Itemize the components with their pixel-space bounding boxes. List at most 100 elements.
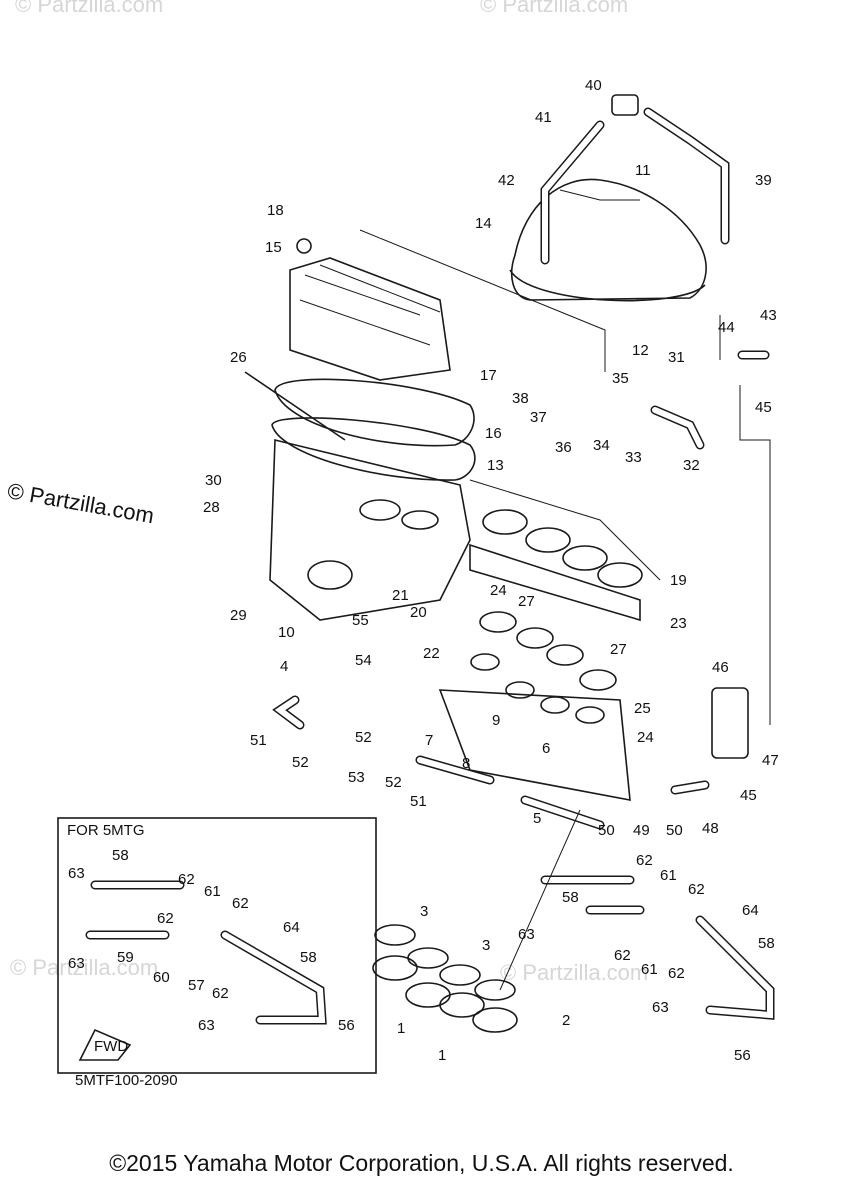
label-54: 54	[355, 652, 372, 669]
label-40: 40	[585, 77, 602, 94]
label-58-inset-b: 58	[300, 949, 317, 966]
label-2: 2	[562, 1012, 570, 1029]
label-25: 25	[634, 700, 651, 717]
inset-5mtg: FOR 5MTG FWD	[57, 817, 377, 1074]
copyright-caption: ©2015 Yamaha Motor Corporation, U.S.A. A…	[109, 1150, 734, 1176]
label-37: 37	[530, 409, 547, 426]
label-27-right: 27	[610, 641, 627, 658]
label-64-inset: 64	[283, 919, 300, 936]
label-11: 11	[635, 162, 651, 179]
label-59: 59	[117, 949, 134, 966]
label-51-left: 51	[250, 732, 267, 749]
label-16: 16	[485, 425, 502, 442]
label-63-inset-b: 63	[68, 955, 85, 972]
label-24-bottom: 24	[637, 729, 654, 746]
label-27-left: 27	[518, 593, 535, 610]
label-62-inset-d: 62	[212, 985, 229, 1002]
watermark-top-left: © Partzilla.com	[15, 0, 163, 17]
label-56-r: 56	[734, 1047, 751, 1064]
label-61-r-a: 61	[660, 867, 677, 884]
label-62-inset-c: 62	[157, 910, 174, 927]
throttle-bodies	[438, 611, 631, 801]
label-53: 53	[348, 769, 365, 786]
label-8: 8	[462, 755, 470, 772]
label-23: 23	[670, 615, 687, 632]
label-62-r-a: 62	[636, 852, 653, 869]
label-12: 12	[632, 342, 649, 359]
label-32: 32	[683, 457, 700, 474]
label-63-inset-c: 63	[198, 1017, 215, 1034]
intake-joints	[372, 809, 581, 1033]
label-21: 21	[392, 587, 409, 604]
intake-funnels	[469, 479, 661, 622]
vacuum-hoses	[272, 350, 771, 830]
label-30: 30	[205, 472, 222, 489]
label-55: 55	[352, 612, 369, 629]
label-63-r-b: 63	[652, 999, 669, 1016]
label-28: 28	[203, 499, 220, 516]
label-1-lower: 1	[438, 1047, 446, 1064]
label-35: 35	[612, 370, 629, 387]
label-34: 34	[593, 437, 610, 454]
airbox-cover-assembly	[359, 94, 730, 372]
label-57: 57	[188, 977, 205, 994]
label-7: 7	[425, 732, 433, 749]
label-45-top: 45	[755, 399, 772, 416]
label-62-r-d: 62	[668, 965, 685, 982]
label-6: 6	[542, 740, 550, 757]
part-labels: 40 41 11 39 42 14 18 15 12 43 44 31 45 3…	[68, 77, 779, 1064]
label-58-r-a: 58	[562, 889, 579, 906]
label-22: 22	[423, 645, 440, 662]
label-41: 41	[535, 109, 552, 126]
label-20: 20	[410, 604, 427, 621]
label-15: 15	[265, 239, 282, 256]
label-50-left: 50	[598, 822, 615, 839]
label-61-r-b: 61	[641, 961, 658, 978]
label-38: 38	[512, 390, 529, 407]
label-26: 26	[230, 349, 247, 366]
label-3-top: 3	[420, 903, 428, 920]
label-17: 17	[480, 367, 497, 384]
label-46: 46	[712, 659, 729, 676]
watermark-top-center: © Partzilla.com	[480, 0, 628, 17]
label-62-inset-a: 62	[178, 871, 195, 888]
label-5: 5	[533, 810, 541, 827]
label-19: 19	[670, 572, 687, 589]
label-58-r-b: 58	[758, 935, 775, 952]
label-62-inset-b: 62	[232, 895, 249, 912]
label-63-inset-a: 63	[68, 865, 85, 882]
label-47: 47	[762, 752, 779, 769]
label-3-bottom: 3	[482, 937, 490, 954]
label-10: 10	[278, 624, 295, 641]
label-43: 43	[760, 307, 777, 324]
label-45-bottom: 45	[740, 787, 757, 804]
watermark-bottom-left: © Partzilla.com	[10, 955, 158, 980]
label-48: 48	[702, 820, 719, 837]
label-52-a: 52	[292, 754, 309, 771]
label-49: 49	[633, 822, 650, 839]
air-filter-assembly	[244, 238, 476, 621]
label-4: 4	[280, 658, 288, 675]
label-60: 60	[153, 969, 170, 986]
watermark-bottom-center: © Partzilla.com	[500, 960, 648, 985]
label-33: 33	[625, 449, 642, 466]
label-9: 9	[492, 712, 500, 729]
label-51-bottom: 51	[410, 793, 427, 810]
label-42: 42	[498, 172, 515, 189]
label-13: 13	[487, 457, 504, 474]
fwd-label: FWD	[94, 1038, 128, 1055]
label-50-right: 50	[666, 822, 683, 839]
label-14: 14	[475, 215, 492, 232]
label-62-r-b: 62	[688, 881, 705, 898]
label-24-top: 24	[490, 582, 507, 599]
label-62-r-c: 62	[614, 947, 631, 964]
label-29: 29	[230, 607, 247, 624]
label-1-upper: 1	[397, 1020, 405, 1037]
label-58-inset-a: 58	[112, 847, 129, 864]
label-18: 18	[267, 202, 284, 219]
right-hose-group	[540, 875, 775, 1020]
bracket-46	[711, 687, 749, 759]
label-39: 39	[755, 172, 772, 189]
label-61-inset: 61	[204, 883, 221, 900]
